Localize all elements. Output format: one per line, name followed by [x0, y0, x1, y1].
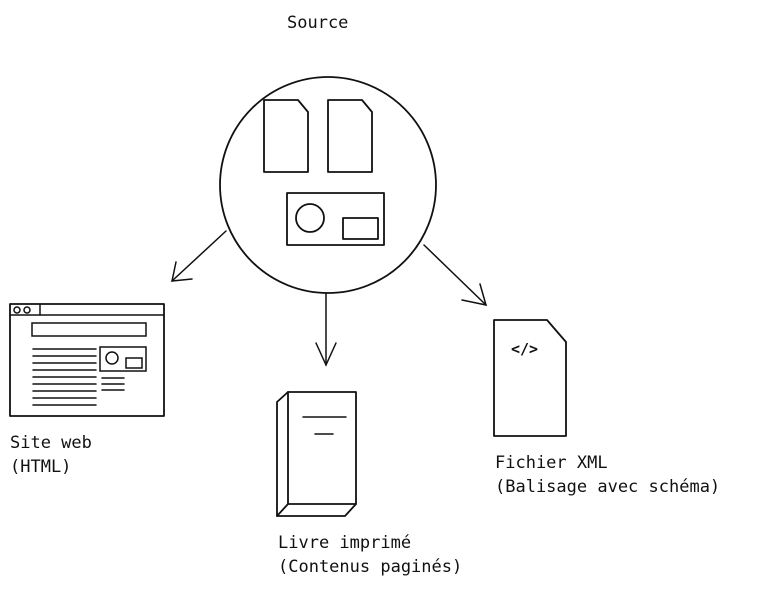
- arrow-to-website: [171, 230, 227, 282]
- xml-label-line1: Fichier XML: [495, 453, 608, 473]
- book-label-line2: (Contenus paginés): [278, 557, 462, 577]
- source-label: Source: [287, 13, 348, 33]
- xml-file-icon: </>: [493, 319, 567, 437]
- website-label-line1: Site web: [10, 433, 92, 453]
- source-document-icon-2: [327, 99, 373, 173]
- xml-label-line2: (Balisage avec schéma): [495, 477, 720, 497]
- book-icon: [276, 391, 357, 517]
- source-media-icon: [286, 192, 385, 246]
- website-browser-icon: [9, 303, 165, 417]
- website-label-line2: (HTML): [10, 457, 71, 477]
- source-circle: [219, 76, 437, 294]
- source-document-icon-1: [263, 99, 309, 173]
- xml-tag-glyph: </>: [511, 340, 538, 358]
- book-label-line1: Livre imprimé: [278, 533, 411, 553]
- arrow-to-xml: [423, 244, 488, 306]
- arrow-to-book: [315, 292, 337, 367]
